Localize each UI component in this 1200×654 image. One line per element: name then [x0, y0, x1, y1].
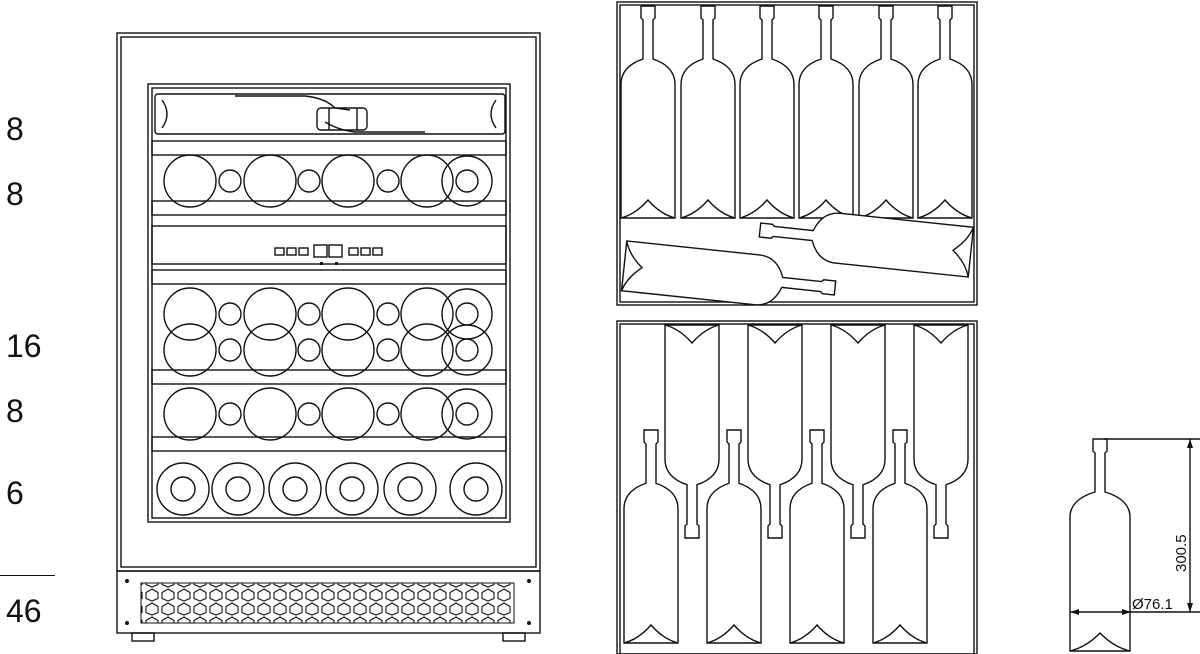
shelf-capacity-2: 8	[6, 176, 24, 212]
bottle-base-ring	[325, 462, 379, 516]
bottle-base-inner	[463, 476, 489, 502]
bottle-base-circle	[400, 154, 454, 208]
bottle-neck-circle	[218, 302, 242, 326]
panel-button	[274, 247, 285, 256]
bottle-base-circle	[400, 387, 454, 441]
bottle-base-circle	[163, 387, 217, 441]
bottle-base-circle	[321, 287, 375, 341]
bottle-neck-circle	[376, 302, 400, 326]
bottle-neck-circle	[455, 169, 479, 193]
bottle-base-circle	[400, 323, 454, 377]
bottle-base-ring	[449, 462, 503, 516]
bottle-base-circle	[163, 323, 217, 377]
bottle-neck-circle	[297, 402, 321, 426]
bottle-height-label: 300.5	[1173, 534, 1190, 572]
bottle-base-circle	[321, 323, 375, 377]
bottle-neck-circle	[297, 169, 321, 193]
cabinet-front	[116, 32, 541, 572]
bottle-base-circle	[243, 323, 297, 377]
shelf-capacity-1: 8	[6, 111, 24, 147]
bottom-vent-grille	[116, 570, 541, 642]
shelf-capacity-4: 8	[6, 393, 24, 429]
lying-bottle	[758, 212, 975, 278]
bottle-base-circle	[243, 387, 297, 441]
bottle-base-circle	[400, 287, 454, 341]
inverted-bottle	[747, 324, 803, 539]
bottle-base-circle	[243, 154, 297, 208]
panel-button	[372, 247, 383, 256]
upright-bottle	[872, 429, 928, 644]
top-shelf-layout-panel	[616, 1, 978, 306]
upright-bottle	[789, 429, 845, 644]
shelf-rails	[151, 140, 507, 452]
bottle-base-circle	[321, 387, 375, 441]
total-divider-line	[0, 575, 55, 576]
bottle-base-inner	[282, 476, 308, 502]
bottle-base-circle	[321, 154, 375, 208]
panel-button	[286, 247, 297, 256]
bottle-neck-circle	[218, 338, 242, 362]
panel-button	[360, 247, 371, 256]
bottle-base-ring	[211, 462, 265, 516]
bottle-neck-circle	[376, 402, 400, 426]
bottle-base-circle	[441, 388, 493, 440]
bottle-base-inner	[339, 476, 365, 502]
dimension-bottle-outline	[1069, 438, 1131, 652]
bottle-diameter-label: Ø76.1	[1132, 596, 1173, 613]
bottle-neck-circle	[297, 338, 321, 362]
bottle-base-ring	[156, 462, 210, 516]
shelf-capacity-3: 16	[6, 328, 42, 364]
upright-bottle	[680, 5, 736, 219]
control-panel	[151, 225, 507, 265]
top-shelf-lying-bottles	[154, 93, 506, 135]
bottle-base-circle	[441, 155, 493, 207]
bottle-neck-circle	[455, 338, 479, 362]
bottle-base-inner	[397, 476, 423, 502]
panel-button	[298, 247, 309, 256]
shelf-bottle-ends	[156, 154, 503, 516]
inverted-bottle	[830, 324, 886, 539]
bottle-neck-circle	[376, 338, 400, 362]
shelf-capacity-5: 6	[6, 475, 24, 511]
bottle-base-ring	[268, 462, 322, 516]
bottle-base-circle	[163, 287, 217, 341]
lower-shelf-layout-panel	[616, 320, 978, 654]
bottle-dimension-drawing: 300.5 Ø76.1	[1069, 438, 1200, 652]
bottle-base-circle	[163, 154, 217, 208]
panel-button	[348, 247, 359, 256]
upright-bottle	[798, 5, 854, 219]
bottle-base-circle	[441, 324, 493, 376]
bottle-neck-circle	[218, 402, 242, 426]
bottle-neck-circle	[455, 402, 479, 426]
upright-bottle	[623, 429, 679, 644]
bottle-neck-circle	[376, 169, 400, 193]
bottle-neck-circle	[455, 302, 479, 326]
upright-bottle	[858, 5, 914, 219]
bottle-neck-circle	[297, 302, 321, 326]
lying-bottle	[620, 240, 837, 306]
bottle-base-circle	[243, 287, 297, 341]
bottle-base-inner	[225, 476, 251, 502]
bottle-neck-circle	[218, 169, 242, 193]
upright-bottle	[739, 5, 795, 219]
bottle-base-ring	[383, 462, 437, 516]
upright-bottle	[706, 429, 762, 644]
inverted-bottle	[913, 324, 969, 539]
inverted-bottle	[664, 324, 720, 539]
upright-bottle	[917, 5, 973, 219]
upright-bottle	[620, 5, 676, 219]
bottle-base-inner	[170, 476, 196, 502]
total-capacity: 46	[6, 593, 42, 629]
